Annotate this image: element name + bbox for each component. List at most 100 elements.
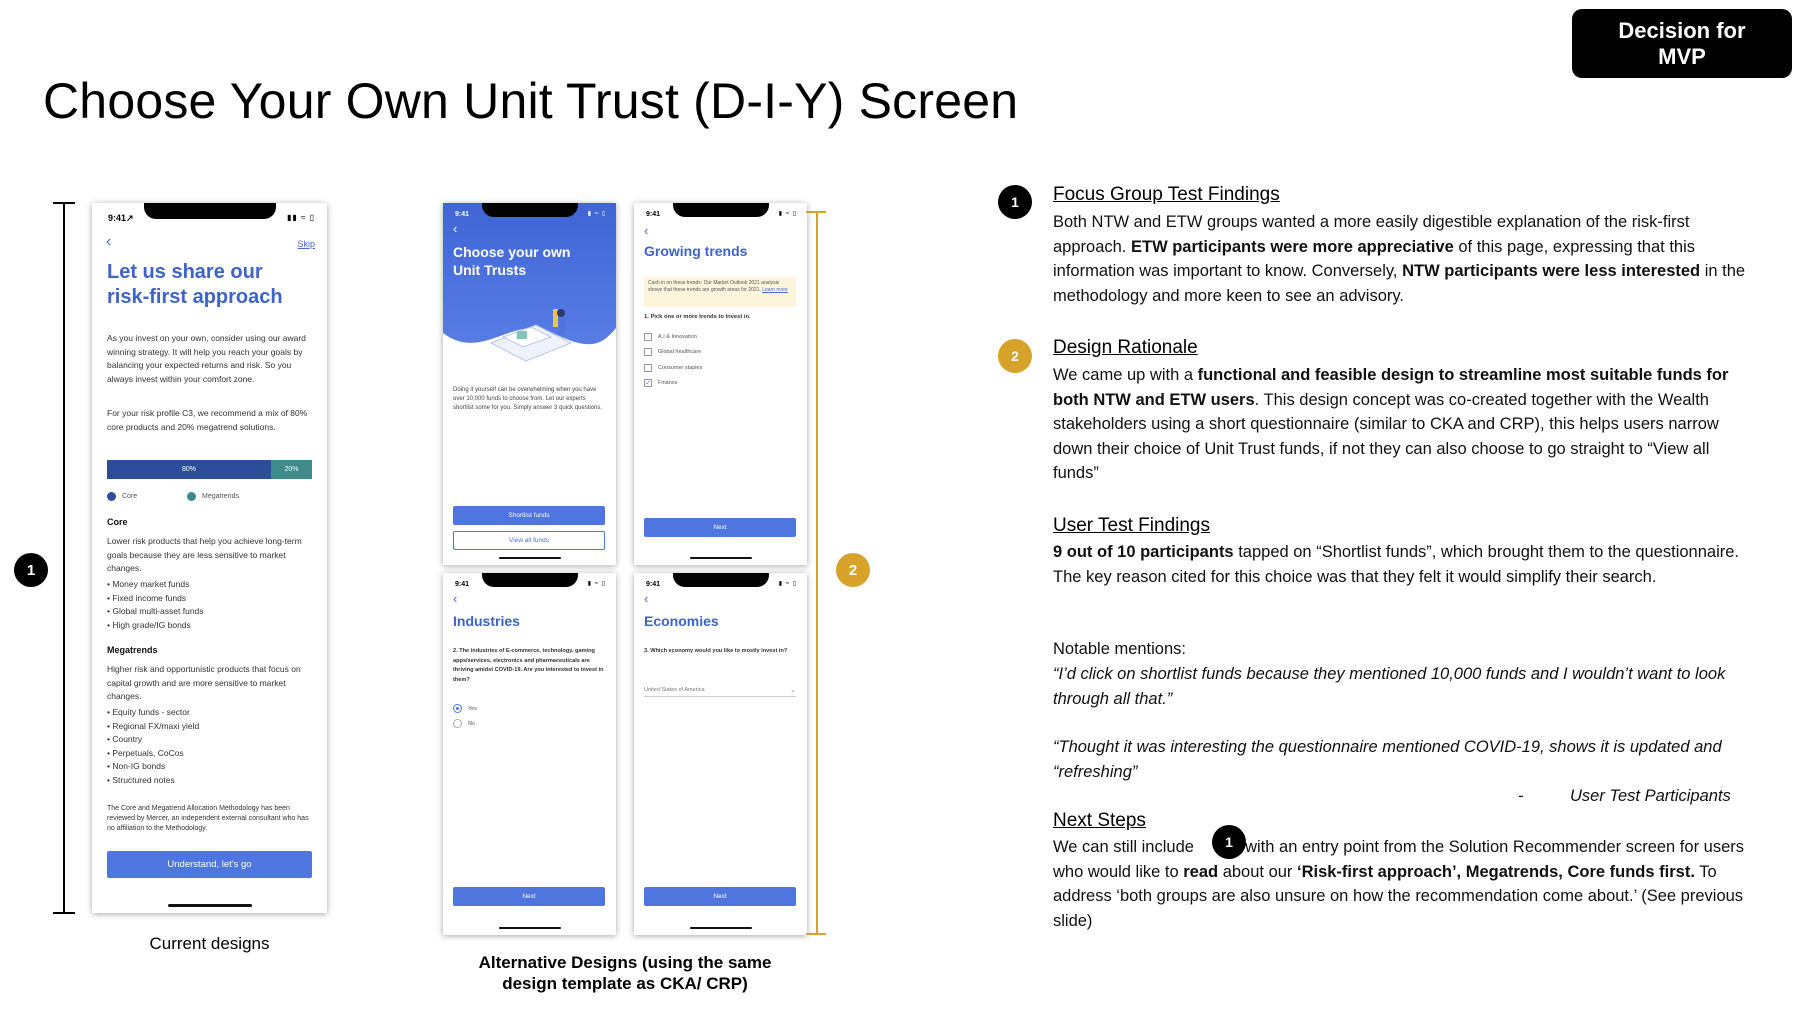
megatrends-item: • Equity funds - sector bbox=[107, 707, 190, 717]
shortlist-funds-button[interactable]: Shortlist funds bbox=[453, 506, 605, 525]
home-indicator bbox=[498, 927, 561, 929]
risk-first-heading-line1: Let us share our bbox=[107, 261, 263, 283]
marker-1-left-label: 1 bbox=[26, 561, 36, 579]
status-time-text: 9:41 bbox=[646, 211, 661, 218]
trend-option-label: Finance bbox=[658, 380, 678, 387]
trend-option-label: A.I & Innovation bbox=[658, 333, 697, 340]
trend-option[interactable]: ✓ Finance bbox=[644, 376, 796, 392]
skip-link[interactable]: Skip bbox=[297, 239, 315, 249]
industry-option[interactable]: Yes bbox=[453, 701, 605, 716]
megatrends-item: • Structured notes bbox=[107, 774, 175, 785]
back-chevron-icon[interactable]: ‹ bbox=[453, 221, 458, 236]
checkbox-icon[interactable] bbox=[644, 348, 652, 357]
phone-notch bbox=[481, 573, 578, 587]
phone-notch bbox=[672, 203, 769, 217]
phone-notch bbox=[143, 203, 276, 219]
focus-group-heading: Focus Group Test Findings bbox=[1053, 184, 1280, 205]
marker-1-next: 1 bbox=[1212, 825, 1246, 859]
risk-first-heading: Let us share our risk-first approach bbox=[107, 260, 283, 310]
industry-option-label: No bbox=[468, 720, 476, 727]
quote-1: “I’d click on shortlist funds because th… bbox=[1053, 665, 1726, 708]
core-item: • Global multi-asset funds bbox=[107, 606, 204, 617]
back-chevron-icon[interactable]: ‹ bbox=[644, 223, 649, 238]
home-indicator bbox=[689, 557, 752, 559]
radio-selected-icon[interactable] bbox=[453, 704, 462, 713]
choose-heading: Choose your own Unit Trusts bbox=[453, 243, 570, 279]
status-time: 9:41 bbox=[455, 581, 469, 588]
marker-2-design: 2 bbox=[998, 339, 1032, 373]
trends-note: Cash in on these trends: Our Market Outl… bbox=[644, 277, 796, 307]
trend-option[interactable]: A.I & Innovation bbox=[644, 329, 796, 345]
trends-note-text: Cash in on these trends: Our Market Outl… bbox=[648, 280, 780, 293]
status-time-text: 9:41 bbox=[455, 581, 470, 588]
economies-heading: Economies bbox=[644, 613, 719, 629]
back-chevron-icon[interactable]: ‹ bbox=[453, 591, 458, 606]
legend-core-dot-icon bbox=[107, 492, 116, 501]
gold-bracket-bottom bbox=[806, 933, 826, 935]
status-icons: ▮ ≈ ▯ bbox=[587, 581, 606, 587]
alt-choose-phone: 9:41 ▮ ≈ ▯ ‹ Choose your own Unit Trusts… bbox=[443, 203, 616, 565]
core-items-list: • Money market funds • Fixed income funds… bbox=[107, 578, 204, 632]
current-design-phone: 9:41↗ ▮▮ ≈ ▯ ‹ Skip Let us share our ris… bbox=[92, 203, 327, 913]
core-heading: Core bbox=[107, 517, 128, 527]
megatrends-items-list: • Equity funds - sector• Regional FX/max… bbox=[107, 706, 199, 788]
next-steps-heading: Next Steps bbox=[1053, 810, 1146, 831]
megatrends-item: • Non-IG bonds bbox=[107, 761, 166, 772]
trend-option[interactable]: Consumer staples bbox=[644, 360, 796, 376]
megatrends-item: • Country bbox=[107, 734, 143, 745]
industries-heading: Industries bbox=[453, 613, 520, 629]
radio-dot-icon bbox=[456, 707, 459, 710]
status-icons: ▮▮ ≈ ▯ bbox=[286, 213, 315, 222]
risk-first-heading-line2: risk-first approach bbox=[107, 286, 283, 308]
focus-group-paragraph: Both NTW and ETW groups wanted a more ea… bbox=[1053, 213, 1746, 305]
checkbox-icon[interactable] bbox=[644, 332, 652, 341]
status-time-text: 9:41 bbox=[646, 581, 661, 588]
marker-2-design-label: 2 bbox=[1011, 348, 1019, 364]
design-rationale-paragraph: We came up with a functional and feasibl… bbox=[1053, 366, 1729, 482]
caption-alt-line2: design template as CKA/ CRP) bbox=[502, 974, 748, 993]
view-all-funds-button[interactable]: View all funds bbox=[453, 531, 605, 550]
status-icons: ▮ ≈ ▯ bbox=[587, 211, 606, 217]
alt-industries-phone: 9:41 ▮ ≈ ▯ ‹ Industries 2. The industrie… bbox=[443, 573, 616, 935]
intro-text: As you invest on your own, consider usin… bbox=[107, 333, 306, 384]
marker-1-focus-label: 1 bbox=[1011, 194, 1019, 210]
economy-select[interactable]: United States of America ⌄ bbox=[644, 683, 796, 697]
legend-megatrends-label: Megatrends bbox=[202, 493, 239, 500]
economies-next-button[interactable]: Next bbox=[644, 887, 796, 906]
choose-heading-line2: Unit Trusts bbox=[453, 262, 527, 278]
checkbox-checked-icon[interactable]: ✓ bbox=[644, 379, 652, 388]
back-chevron-icon[interactable]: ‹ bbox=[106, 233, 112, 250]
status-time-text: 9:41 bbox=[455, 211, 470, 218]
slide-title: Choose Your Own Unit Trust (D-I-Y) Scree… bbox=[43, 73, 1019, 129]
home-indicator bbox=[498, 557, 561, 559]
learn-more-link[interactable]: Learn more bbox=[762, 287, 788, 293]
understand-button[interactable]: Understand, let's go bbox=[107, 851, 312, 878]
core-description: Lower risk products that help you achiev… bbox=[107, 536, 302, 573]
growing-trends-heading: Growing trends bbox=[644, 243, 748, 259]
industries-next-button[interactable]: Next bbox=[453, 887, 605, 906]
marker-2-alt: 2 bbox=[836, 553, 870, 587]
quote-2: “Thought it was interesting the question… bbox=[1053, 738, 1722, 781]
radio-icon[interactable] bbox=[453, 719, 462, 728]
industry-option[interactable]: No bbox=[453, 716, 605, 731]
bracket-line bbox=[63, 202, 65, 913]
megatrends-description: Higher risk and opportunistic products t… bbox=[107, 664, 301, 701]
attribution-dash: - bbox=[1518, 787, 1524, 805]
legend-core: Core bbox=[107, 492, 137, 501]
bracket-bottom bbox=[53, 912, 75, 914]
caption-alt-line1: Alternative Designs (using the same bbox=[478, 953, 772, 972]
checkbox-icon[interactable] bbox=[644, 363, 652, 372]
status-time-text: 9:41 bbox=[108, 213, 127, 223]
documents-illustration-icon bbox=[489, 309, 573, 362]
trend-option[interactable]: Global healthcare bbox=[644, 345, 796, 361]
core-item: • Fixed income funds bbox=[107, 592, 187, 603]
industries-question: 2. The industries of E-commerce, technol… bbox=[453, 648, 604, 683]
trends-question: 1. Pick one or more trends to invest in. bbox=[644, 314, 751, 320]
core-item: • Money market funds bbox=[107, 579, 190, 589]
trends-next-button[interactable]: Next bbox=[644, 518, 796, 537]
methodology-footnote: The Core and Megatrend Allocation Method… bbox=[107, 805, 309, 832]
back-chevron-icon[interactable]: ‹ bbox=[644, 591, 649, 606]
attribution: User Test Participants bbox=[1570, 787, 1731, 805]
alt-economies-phone: 9:41 ▮ ≈ ▯ ‹ Economies 3. Which economy … bbox=[634, 573, 807, 935]
